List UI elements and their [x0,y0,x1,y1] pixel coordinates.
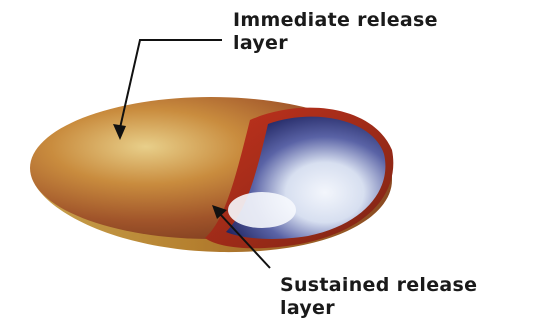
label-sustained-line2: layer [280,297,477,320]
label-sustained-line1: Sustained release [280,274,477,297]
label-immediate-line2: layer [233,32,438,55]
label-immediate-release: Immediate release layer [233,9,438,55]
label-sustained-release: Sustained release layer [280,274,477,320]
core-highlight [228,192,296,228]
label-immediate-line1: Immediate release [233,9,438,32]
